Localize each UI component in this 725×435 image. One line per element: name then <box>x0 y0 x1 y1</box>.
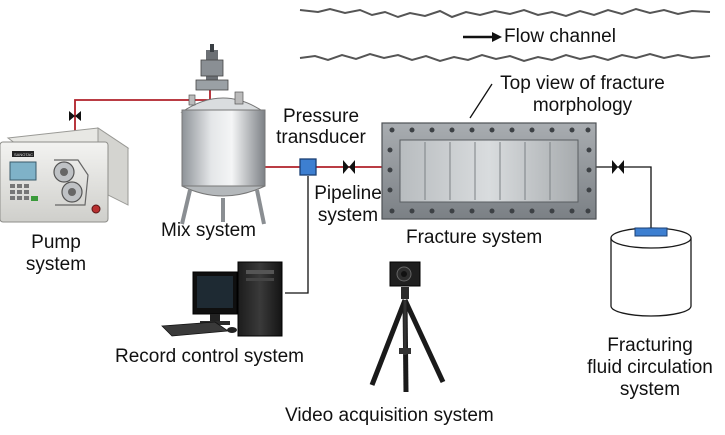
arrow-right-icon <box>463 32 502 42</box>
fracture-upper-wall <box>299 7 711 19</box>
record-control-computer <box>161 261 283 337</box>
mix-system-label: Mix system <box>161 220 256 241</box>
pump-brand-label: SANOTAC <box>14 152 33 157</box>
valve-icon <box>69 111 81 121</box>
pump-to-mixer-pipe <box>74 82 211 134</box>
pipeline-system-label-line1: Pipeline <box>314 183 382 204</box>
fluid-circulation-label-line1: Fracturing <box>607 335 693 356</box>
flow-channel-diagram <box>299 7 711 63</box>
valve-icon <box>612 160 624 174</box>
flow-channel-label: Flow channel <box>504 26 616 47</box>
outlet-pipe <box>595 166 652 228</box>
fracture-lower-wall <box>299 52 711 63</box>
video-acquisition-system-label: Video acquisition system <box>285 405 494 426</box>
pump-system-device: SANOTAC <box>0 127 130 223</box>
pressure-transducer-box <box>299 158 317 176</box>
fluid-circulation-label-line2: fluid circulation <box>587 357 713 378</box>
transducer-signal-line <box>285 176 309 294</box>
top-view-label-line1: Top view of fracture <box>500 73 665 94</box>
pressure-transducer-label-line2: transducer <box>276 127 366 148</box>
valve-icon <box>343 160 355 174</box>
pipeline-system-label-line2: system <box>317 205 379 226</box>
fluid-circulation-tank <box>610 227 692 317</box>
video-camera-tripod <box>369 261 446 393</box>
pump-system-label-line2: system <box>25 254 87 275</box>
fracture-system-label: Fracture system <box>406 227 543 248</box>
tank-inlet-fitting <box>634 227 668 237</box>
top-view-label-line2: morphology <box>532 95 633 116</box>
fluid-circulation-label-line3: system <box>619 379 681 400</box>
fracture-system-cell <box>381 83 597 220</box>
pressure-transducer-label-line1: Pressure <box>282 106 360 127</box>
pump-system-label-line1: Pump <box>31 232 81 253</box>
record-control-system-label: Record control system <box>115 346 305 367</box>
mix-system-tank <box>180 44 266 225</box>
